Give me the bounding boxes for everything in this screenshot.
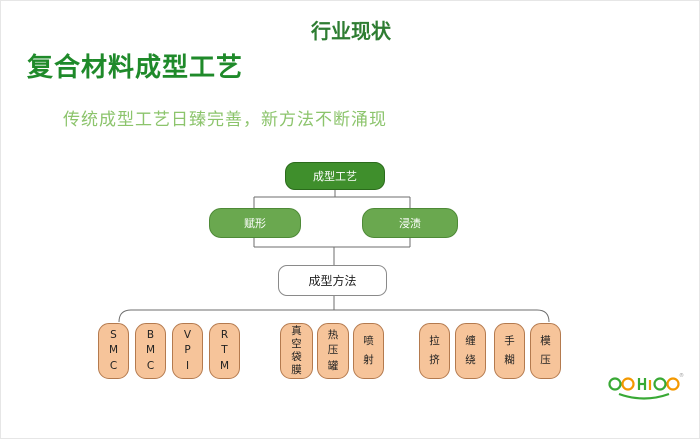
leaf-hand-layup: 手糊 [494,323,525,379]
brand-logo: ® [608,372,684,400]
header-title: 行业现状 [311,19,391,43]
leaf-vacuum-bag: 真空袋膜 [280,323,313,379]
diagram-node-fuxing: 赋形 [209,208,301,238]
leaf-spray: 喷射 [353,323,384,379]
diagram-methods-node: 成型方法 [278,265,387,296]
leaf-compression: 模压 [530,323,561,379]
registered-mark: ® [679,372,684,379]
connector-leaves-bracket [118,309,550,323]
diagram-root-node: 成型工艺 [285,162,385,190]
leaf-pultrusion: 拉挤 [419,323,450,379]
page-subtitle: 传统成型工艺日臻完善，新方法不断涌现 [63,110,387,130]
leaf-winding: 缠绕 [455,323,486,379]
page-title: 复合材料成型工艺 [27,53,244,83]
diagram-node-jinzi: 浸渍 [362,208,458,238]
leaf-autoclave: 热压罐 [317,323,349,379]
